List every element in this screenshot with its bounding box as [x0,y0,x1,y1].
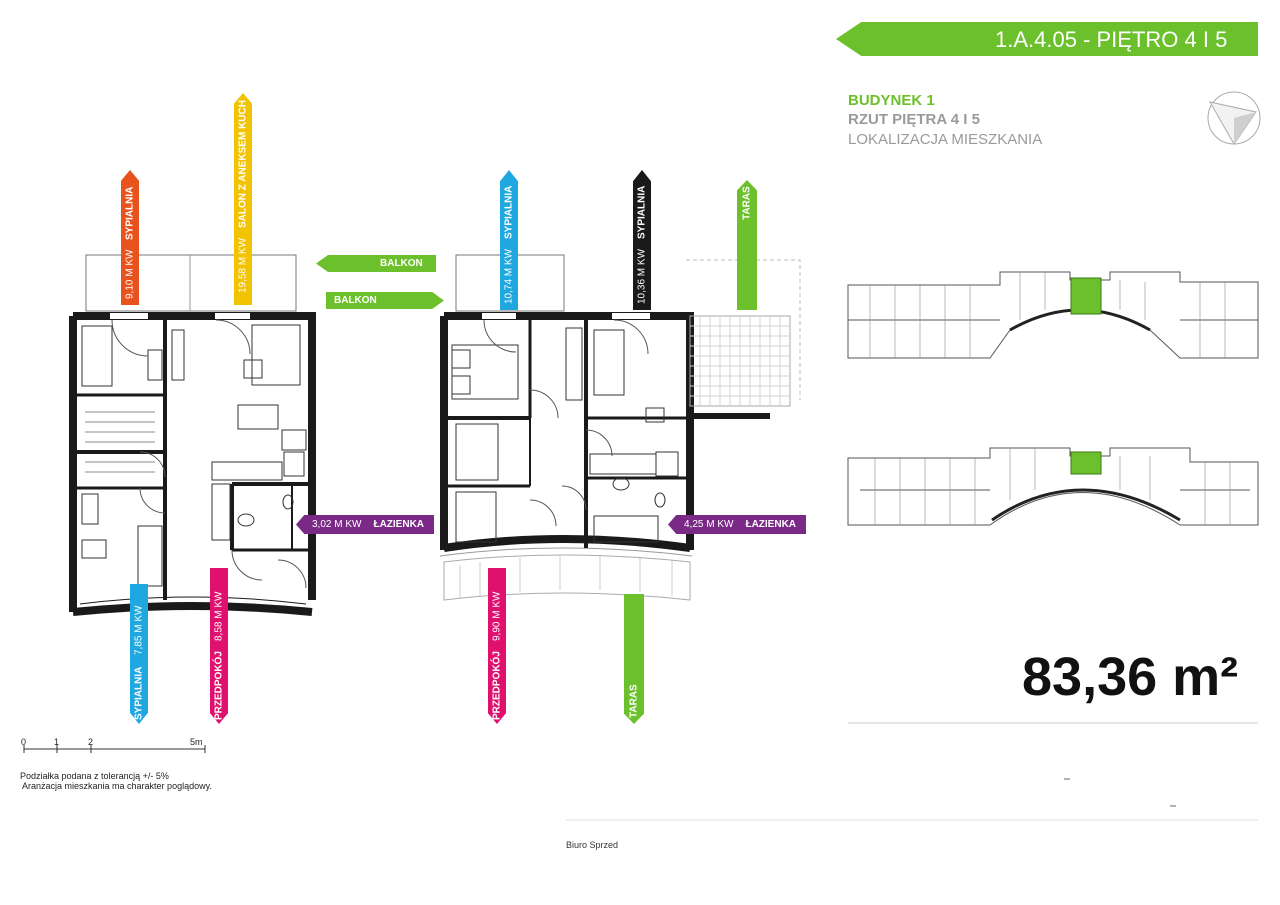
apartment-highlight-top [1070,277,1102,315]
label-sypialnia-3-area: 10,74 M KW [503,248,515,304]
label-sypialnia-4-area: 10,36 M KW [636,248,648,304]
tolerance-note: Podziałka podana z tolerancją +/- 5% [20,771,169,781]
label-balkon-1: BALKON [316,255,436,272]
label-balkon-1-name: BALKON [380,258,423,269]
apartment-area: 83,36 m² [1022,647,1239,707]
location-label: LOKALIZACJA MIESZKANIA [848,131,1043,148]
label-balkon-2-name: BALKON [334,295,377,306]
label-lazienka-2-name: ŁAZIENKA [745,519,797,530]
scale-tick-1: 1 [54,737,60,747]
label-sypialnia-3: 10,74 M KW SYPIALNIA [500,170,518,310]
apartment-title: 1.A.4.05 - PIĘTRO 4 I 5 [995,27,1228,52]
label-przedpokoj-1: PRZEDPOKÓJ 8,58 M KW [210,568,228,724]
label-lazienka-2: 4,25 M KW ŁAZIENKA [668,515,806,534]
label-przedpokoj-1-area: 8,58 M KW [213,591,225,642]
label-sypialnia-4: 10,36 M KW SYPIALNIA [633,170,651,310]
label-sypialnia-3-name: SYPIALNIA [503,185,515,239]
scale-tick-2: 2 [88,737,94,747]
label-lazienka-1: 3,02 M KW ŁAZIENKA [296,515,434,534]
compass-icon [1207,91,1261,145]
floor-plan-name: RZUT PIĘTRA 4 I 5 [848,111,980,128]
label-salon-area: 19,58 M KW [237,237,249,293]
building-name: BUDYNEK 1 [848,92,935,109]
label-sypialnia-2-area: 7,85 M KW [133,605,145,655]
arrangement-note: Aranżacja mieszkania ma charakter pogląd… [22,781,212,791]
label-salon-name: SALON Z ANEKSEM KUCH [237,100,249,228]
label-taras-2-name: TARAS [628,684,640,718]
label-lazienka-1-name: ŁAZIENKA [373,519,425,530]
label-taras-1: TARAS [737,180,757,310]
title-banner [836,22,1258,56]
label-przedpokoj-2-area: 9,90 M KW [491,591,503,642]
scale-tick-0: 0 [21,737,27,747]
label-lazienka-2-area: 4,25 M KW [684,519,734,530]
label-lazienka-1-area: 3,02 M KW [312,519,362,530]
label-balkon-2: BALKON [326,292,444,309]
apartment-highlight-bottom [1070,451,1102,475]
label-taras-2: TARAS [624,594,644,724]
label-taras-1-name: TARAS [741,186,753,220]
label-sypialnia-1-name: SYPIALNIA [124,186,136,240]
label-przedpokoj-2: PRZEDPOKÓJ 9,90 M KW [488,568,506,724]
label-sypialnia-2: SYPIALNIA 7,85 M KW [130,584,148,724]
office-label: Biuro Sprzed [566,840,619,850]
label-sypialnia-1: 9,10 M KW SYPIALNIA [121,170,139,305]
scale-tick-5m: 5m [190,737,203,747]
label-przedpokoj-1-name: PRZEDPOKÓJ [213,651,225,720]
label-przedpokoj-2-name: PRZEDPOKÓJ [491,651,503,720]
label-sypialnia-1-area: 9,10 M KW [124,249,136,299]
label-sypialnia-4-name: SYPIALNIA [636,185,648,239]
label-sypialnia-2-name: SYPIALNIA [133,666,145,720]
label-salon: 19,58 M KW SALON Z ANEKSEM KUCH [234,93,252,305]
